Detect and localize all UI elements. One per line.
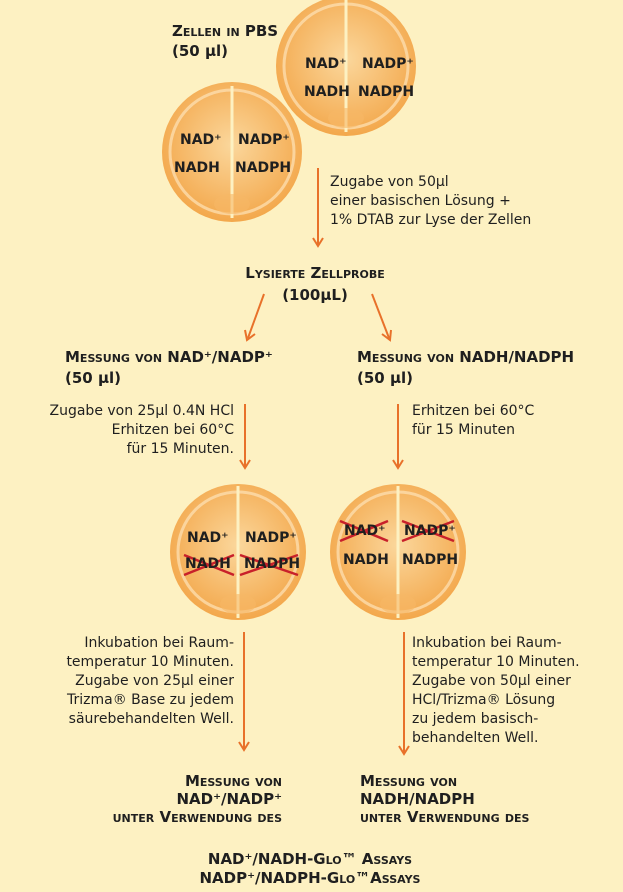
right-note-line: für 15 Minuten — [412, 422, 515, 438]
cell-c-nadph: NADPH — [244, 556, 301, 572]
cross-marks — [183, 519, 455, 577]
left-note2-line: Inkubation bei Raum- — [84, 635, 234, 651]
right-result-line: Messung von — [360, 772, 458, 790]
cell-b-nad: NAD⁺ — [180, 132, 222, 148]
left-result-line: NAD⁺/NADP⁺ — [176, 790, 282, 808]
cell-d-nad: NAD⁺ — [344, 523, 386, 539]
right-result-line: unter Verwendung des — [360, 808, 530, 826]
left-note2-line: Trizma® Base zu jedem — [66, 692, 234, 708]
left-result-line: Messung von — [184, 772, 282, 790]
right-note2-line: Inkubation bei Raum- — [412, 635, 562, 651]
left-title: Messung von NAD⁺/NADP⁺ — [65, 348, 273, 366]
cell-a-nadph: NADPH — [358, 84, 415, 100]
right-note2: Inkubation bei Raum- temperatur 10 Minut… — [412, 634, 580, 748]
left-note2-line: temperatur 10 Minuten. — [66, 654, 234, 670]
cell-d-nadh: NADH — [343, 552, 389, 568]
left-result-line: unter Verwendung des — [112, 808, 282, 826]
step3-volume: (100µL) — [282, 286, 348, 304]
cell-a-nadh: NADH — [304, 84, 350, 100]
right-title: Messung von NADH/NADPH — [357, 348, 575, 366]
right-result: Messung von NADH/NADPH unter Verwendung … — [360, 772, 529, 826]
cell-b-nadh: NADH — [174, 160, 220, 176]
left-volume: (50 µl) — [65, 369, 121, 387]
cell-right — [330, 484, 466, 620]
left-note2-line: säurebehandelten Well. — [68, 711, 234, 727]
cell-left — [170, 484, 306, 620]
step1-volume: (50 µl) — [172, 42, 228, 60]
left-note2-line: Zugabe von 25µl einer — [75, 673, 234, 689]
left-result: Messung von NAD⁺/NADP⁺ unter Verwendung … — [60, 772, 282, 826]
right-note2-line: zu jedem basisch- — [412, 711, 539, 727]
cell-b-nadp: NADP⁺ — [238, 132, 290, 148]
right-result-line: NADH/NADPH — [360, 790, 475, 808]
right-note2-line: temperatur 10 Minuten. — [412, 654, 580, 670]
cell-a-nadp: NADP⁺ — [362, 56, 414, 72]
cell-c-nadh: NADH — [185, 556, 231, 572]
cell-c-nad: NAD⁺ — [187, 530, 229, 546]
left-note: Zugabe von 25µl 0.4N HCl Erhitzen bei 60… — [10, 402, 235, 459]
left-note-line: Erhitzen bei 60°C — [111, 422, 234, 438]
step2-note-line: 1% DTAB zur Lyse der Zellen — [330, 212, 532, 228]
right-note2-line: behandelten Well. — [412, 730, 539, 746]
assay-line: NADP⁺/NADPH-Glo™Assays — [199, 869, 421, 887]
left-note2: Inkubation bei Raum- temperatur 10 Minut… — [10, 634, 234, 729]
cell-d-nadp: NADP⁺ — [404, 523, 456, 539]
right-note: Erhitzen bei 60°C für 15 Minuten — [412, 402, 534, 440]
step2-note: Zugabe von 50µl einer basischen Lösung +… — [330, 173, 531, 230]
step1-title: Zellen in PBS — [172, 22, 279, 40]
cell-b-nadph: NADPH — [235, 160, 292, 176]
assay-line: NAD⁺/NADH-Glo™ Assays — [207, 850, 413, 868]
cell-d-nadph: NADPH — [402, 552, 459, 568]
cell-top-back — [276, 0, 416, 136]
step3-title: Lysierte Zellprobe — [245, 264, 385, 282]
cell-a-nad: NAD⁺ — [305, 56, 347, 72]
right-note2-line: HCl/Trizma® Lösung — [412, 692, 556, 708]
left-note-line: Zugabe von 25µl 0.4N HCl — [49, 403, 235, 419]
right-note2-line: Zugabe von 50µl einer — [412, 673, 571, 689]
right-volume: (50 µl) — [357, 369, 413, 387]
arrows — [238, 168, 410, 756]
step2-note-line: einer basischen Lösung + — [330, 193, 511, 209]
cell-top-front — [162, 82, 302, 222]
step2-note-line: Zugabe von 50µl — [330, 174, 449, 190]
right-note-line: Erhitzen bei 60°C — [412, 403, 535, 419]
left-note-line: für 15 Minuten. — [126, 441, 234, 457]
cell-c-nadp: NADP⁺ — [245, 530, 297, 546]
